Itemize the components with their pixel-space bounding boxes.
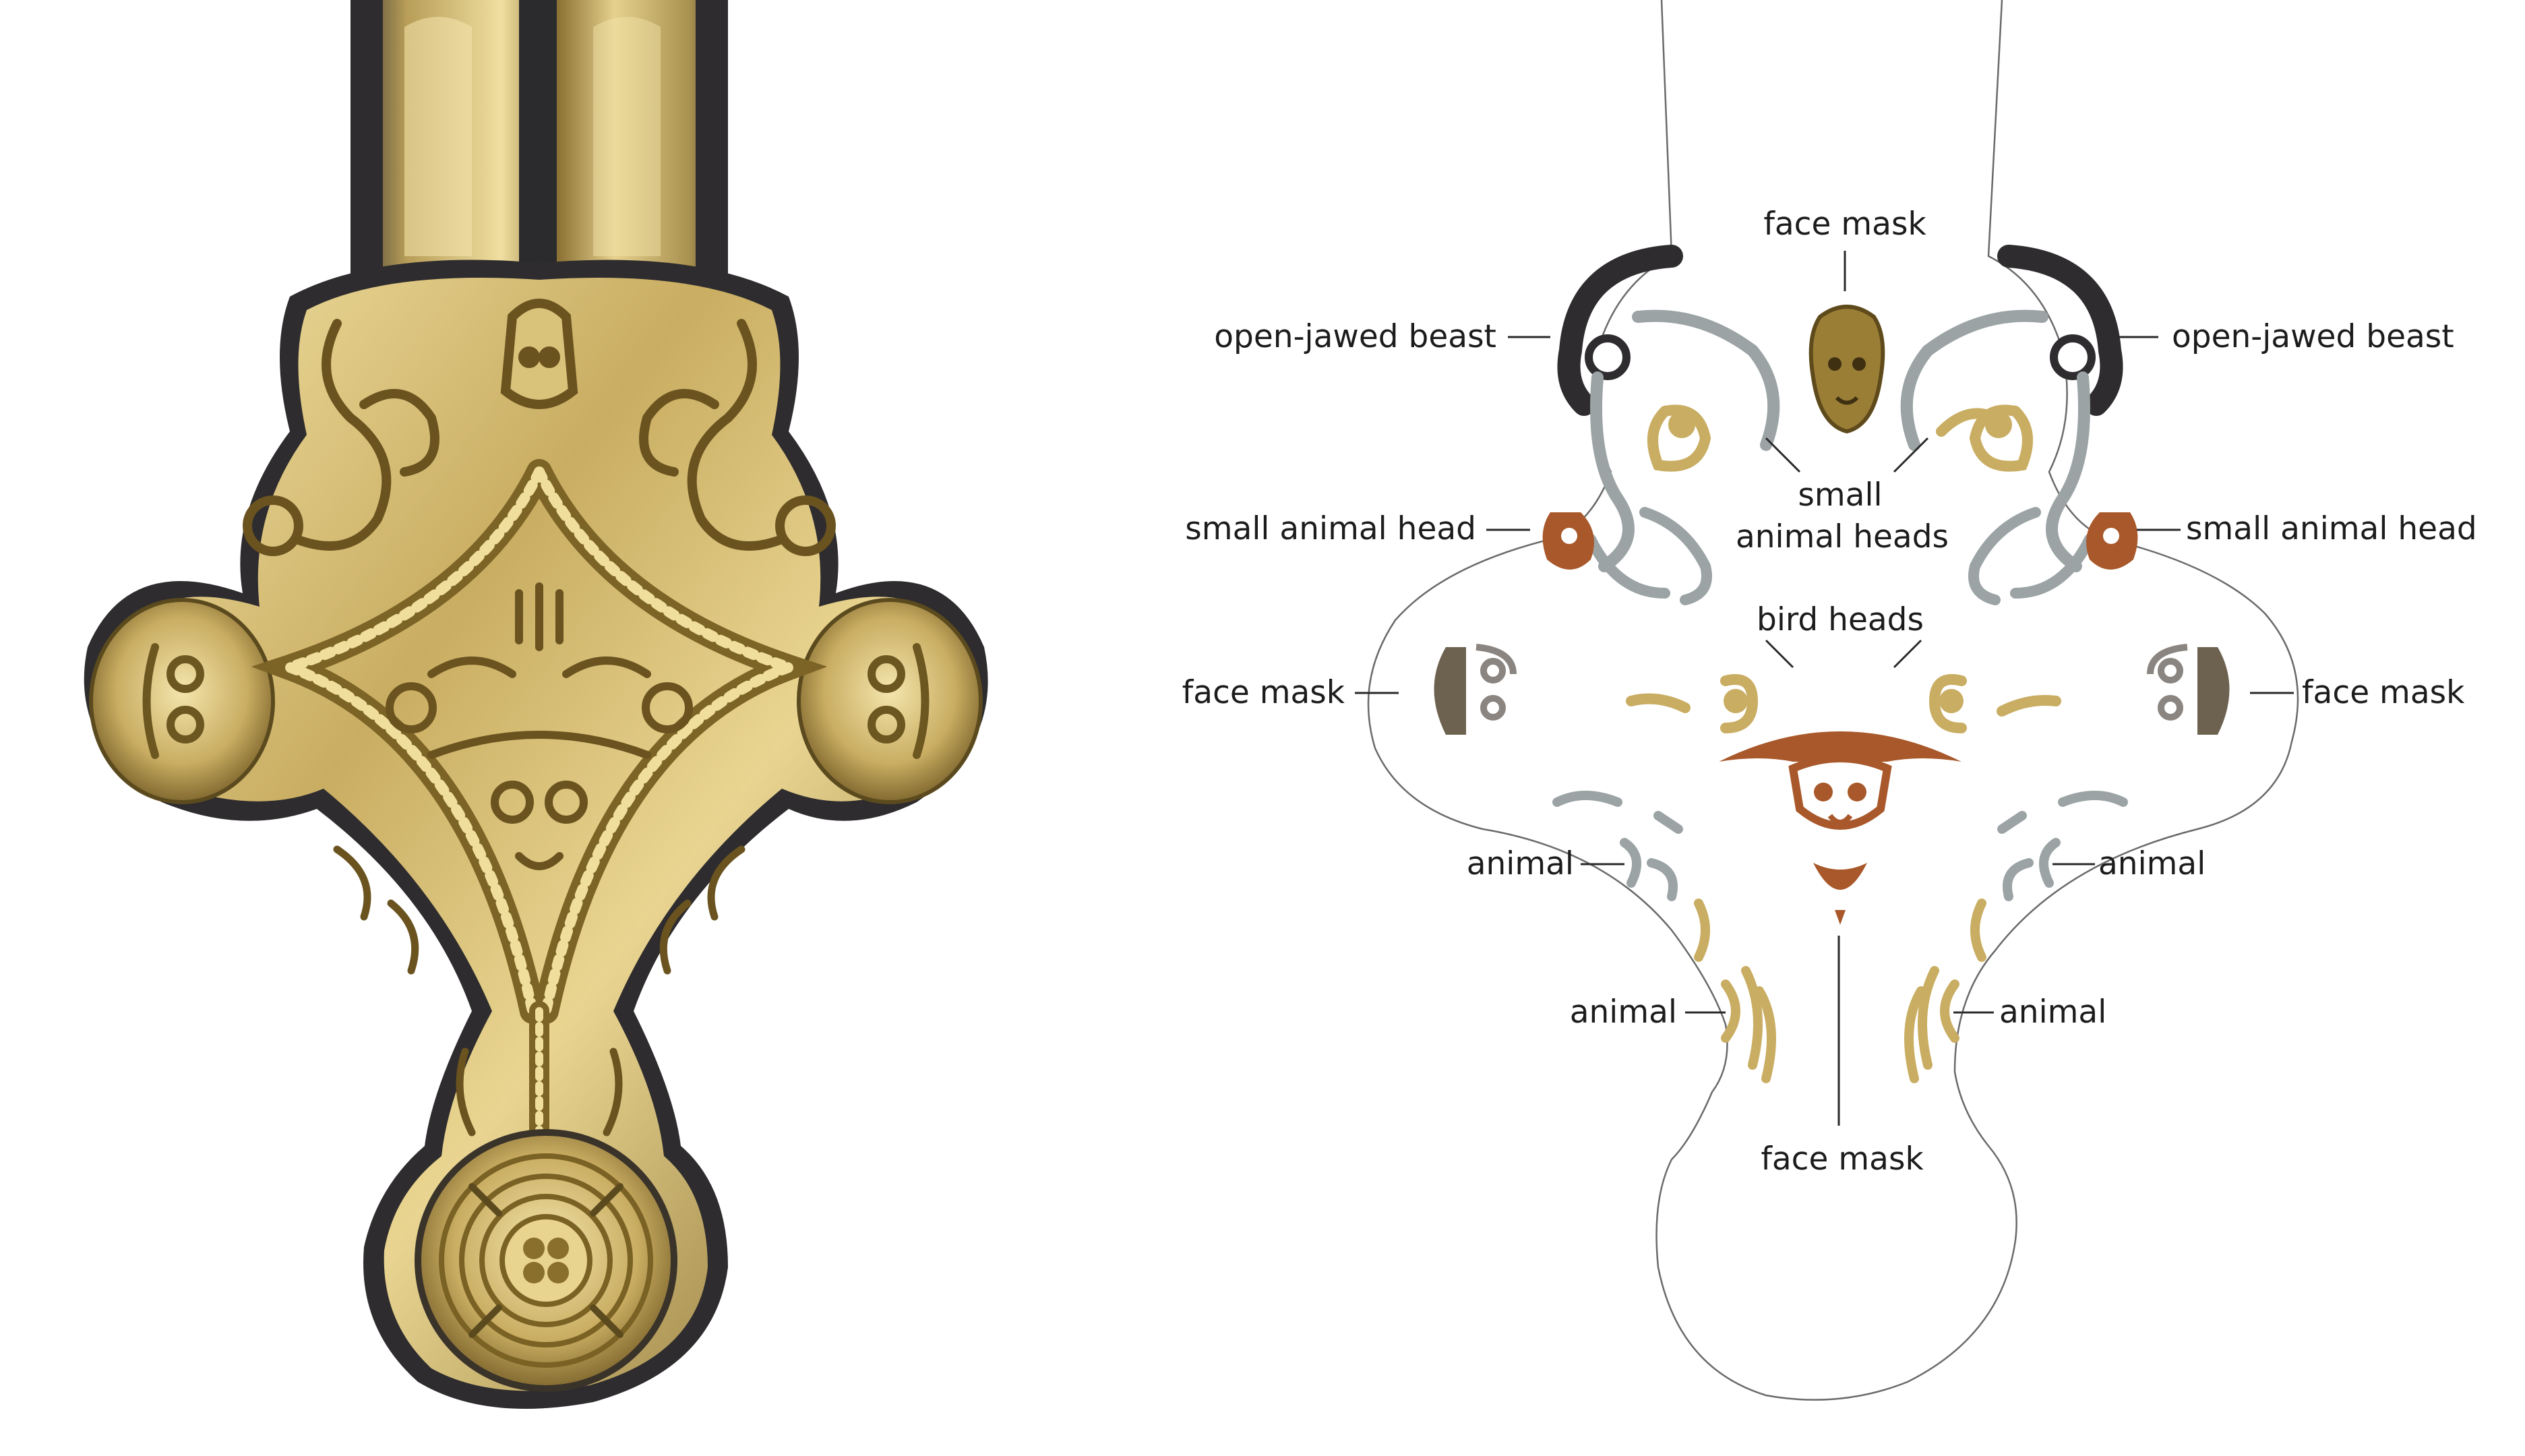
face-mask-top-motif	[1808, 305, 1885, 434]
label-small-animal-head-left: small animal head	[1185, 510, 1476, 547]
beast-left	[1557, 245, 1780, 605]
bird-heads-motif	[1626, 674, 2061, 733]
lower-arm-ornament	[333, 845, 746, 1136]
label-animal-lower-left: animal	[1570, 994, 1677, 1031]
animal-lower-left-motif	[1694, 899, 1776, 1083]
label-small-animal-heads-line1: small	[1798, 477, 1882, 514]
label-small-animal-head-right: small animal head	[2186, 510, 2477, 547]
face-mask-right-motif	[2147, 644, 2230, 735]
label-animal-upper-right: animal	[2098, 845, 2205, 882]
leader-lines	[1355, 251, 2294, 1126]
label-face-mask-bottom: face mask	[1761, 1141, 1924, 1178]
brooch-bow	[351, 0, 728, 283]
terminal-disc	[415, 1129, 677, 1392]
face-mask-center-motif	[1719, 731, 1961, 925]
label-face-mask-right: face mask	[2302, 674, 2465, 711]
beast-right	[1900, 245, 2123, 605]
label-face-mask-top: face mask	[1763, 206, 1926, 243]
animal-upper-right-motif	[1997, 791, 2128, 901]
brooch-photo	[84, 0, 988, 1409]
face-mask-left-motif	[1434, 644, 1517, 735]
label-animal-upper-left: animal	[1467, 845, 1574, 882]
animal-lower-right-motif	[1904, 899, 1986, 1083]
brooch-schematic: face mask open-jawed beast open-jawed be…	[1182, 0, 2477, 1401]
animal-upper-left-motif	[1552, 791, 1683, 901]
center-panel-ornament	[386, 582, 693, 870]
small-animal-heads-motif	[1647, 404, 2033, 472]
callout-labels: face mask open-jawed beast open-jawed be…	[1182, 206, 2477, 1178]
label-face-mask-left: face mask	[1182, 674, 1345, 711]
headplate-ornament	[243, 299, 836, 556]
side-roundels	[89, 598, 983, 804]
small-animal-head-right-motif	[2086, 512, 2138, 570]
label-open-jawed-beast-left: open-jawed beast	[1214, 318, 1496, 355]
label-open-jawed-beast-right: open-jawed beast	[2172, 318, 2454, 355]
label-small-animal-heads-line2: animal heads	[1736, 518, 1949, 555]
label-bird-heads: bird heads	[1757, 601, 1924, 638]
label-animal-lower-right: animal	[1999, 994, 2106, 1031]
small-animal-head-left-motif	[1542, 512, 1594, 570]
brooch-gilt-surface	[111, 278, 967, 1391]
